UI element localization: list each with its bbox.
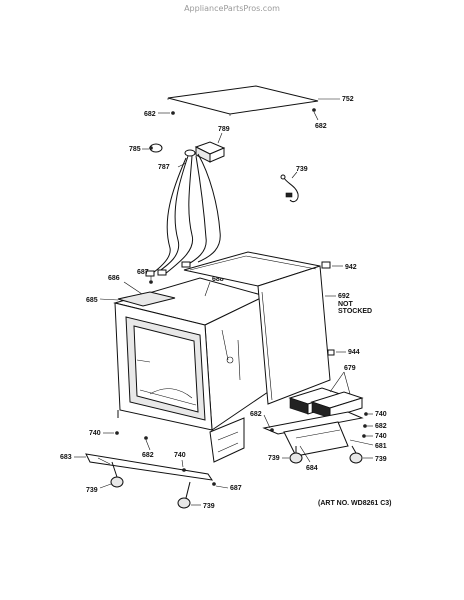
- wheel-right-1[interactable]: [289, 446, 303, 464]
- base-rail-right[interactable]: [262, 411, 364, 457]
- label-752: 752: [342, 96, 354, 103]
- label-687-a: 687: [137, 269, 149, 276]
- label-682-b: 682: [315, 123, 327, 130]
- insulation-blocks[interactable]: [288, 387, 364, 419]
- label-682-e: 682: [142, 452, 154, 459]
- wheel-right-2[interactable]: [349, 445, 363, 464]
- label-683: 683: [60, 454, 72, 461]
- label-685: 685: [86, 297, 98, 304]
- label-740-c: 740: [89, 430, 101, 437]
- label-682-a: 682: [144, 111, 156, 118]
- label-942: 942: [345, 264, 357, 271]
- wheel-left-2[interactable]: [177, 481, 191, 509]
- label-739-d: 739: [86, 487, 98, 494]
- label-687-b: 687: [230, 485, 242, 492]
- label-682-c: 682: [250, 411, 262, 418]
- junction-box[interactable]: [194, 141, 226, 163]
- power-cord[interactable]: [280, 174, 299, 203]
- label-681: 681: [375, 443, 387, 450]
- label-679: 679: [344, 365, 356, 372]
- site-watermark: AppliancePartsPros.com: [184, 4, 280, 13]
- label-684: 684: [306, 465, 318, 472]
- label-not-stocked-2: STOCKED: [338, 308, 372, 315]
- label-944: 944: [348, 349, 360, 356]
- label-739-e: 739: [203, 503, 215, 510]
- label-682-d: 682: [375, 423, 387, 430]
- label-692: 692: [338, 293, 350, 300]
- label-740-b: 740: [375, 433, 387, 440]
- label-740-d: 740: [174, 452, 186, 459]
- side-panel[interactable]: [183, 251, 331, 405]
- label-740-a: 740: [375, 411, 387, 418]
- label-not-stocked-1: NOT: [338, 301, 354, 308]
- label-789: 789: [218, 126, 230, 133]
- label-688: 688: [212, 276, 224, 283]
- tub-assembly[interactable]: [113, 277, 269, 463]
- label-785: 785: [129, 146, 141, 153]
- label-787: 787: [158, 164, 170, 171]
- art-number: (ART NO. WD8261 C3): [318, 500, 392, 507]
- wheel-left-1[interactable]: [110, 461, 124, 488]
- label-739-c: 739: [375, 456, 387, 463]
- label-686: 686: [108, 275, 120, 282]
- bracket-944[interactable]: [327, 349, 335, 356]
- label-739-a: 739: [296, 166, 308, 173]
- label-739-b: 739: [268, 455, 280, 462]
- base-rail-left[interactable]: [85, 453, 214, 481]
- strain-relief[interactable]: [149, 143, 163, 153]
- bracket-942[interactable]: [321, 261, 331, 269]
- wire-harness[interactable]: [145, 149, 221, 277]
- top-panel[interactable]: [167, 85, 319, 116]
